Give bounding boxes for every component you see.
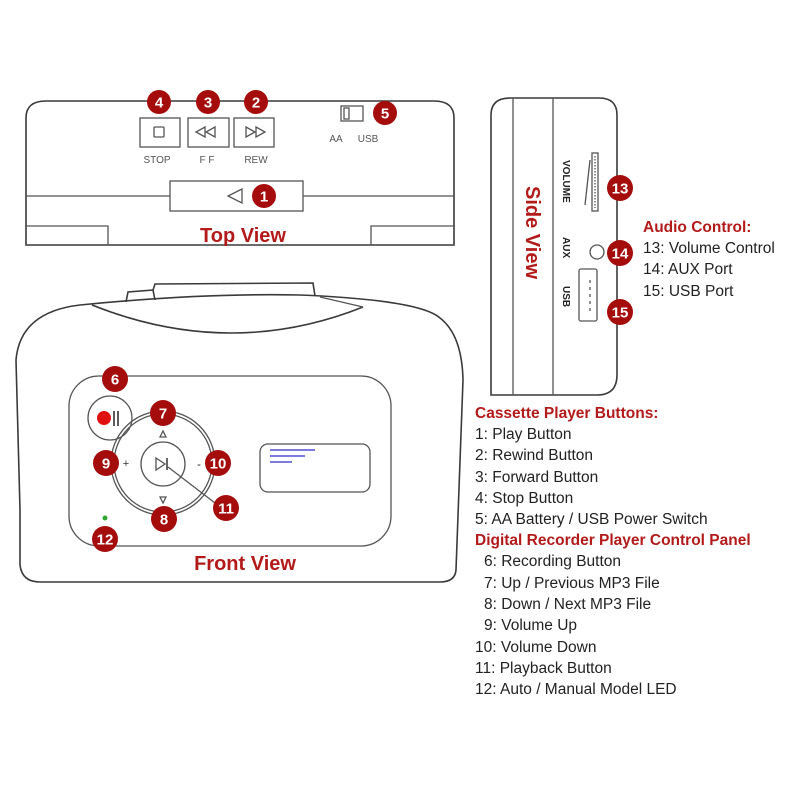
lid-edge xyxy=(319,296,364,308)
digital-recorder-heading: Digital Recorder Player Control Panel xyxy=(475,532,751,550)
svg-text:6: 6 xyxy=(111,372,119,389)
badge-13: 13 xyxy=(607,175,633,201)
cassette-window xyxy=(91,304,364,334)
badge-8: 8 xyxy=(151,506,177,532)
legend-item: 10: Volume Down xyxy=(475,638,597,656)
power-switch[interactable] xyxy=(340,105,364,122)
top-view-title: Top View xyxy=(200,225,286,247)
stop-square-icon xyxy=(153,126,165,138)
control-panel xyxy=(68,375,392,547)
svg-text:11: 11 xyxy=(218,501,234,518)
playback-button[interactable] xyxy=(140,441,186,487)
lcd-display xyxy=(259,443,371,493)
cassette-buttons-legend: Cassette Player Buttons: 1: Play Button … xyxy=(475,403,751,701)
badge-10: 10 xyxy=(205,450,231,476)
svg-text:13: 13 xyxy=(612,181,629,198)
audio-control-heading: Audio Control: xyxy=(643,219,752,236)
power-switch-knob[interactable] xyxy=(343,107,350,120)
top-view: STOP F F REW AA USB Top View xyxy=(25,100,455,247)
badge-4: 4 xyxy=(147,90,171,114)
top-view-foot-right xyxy=(370,225,454,245)
usb-label: USB xyxy=(358,134,379,145)
svg-text:10: 10 xyxy=(210,456,227,473)
svg-text:1: 1 xyxy=(260,189,268,206)
badge-14: 14 xyxy=(607,240,633,266)
badge-12: 12 xyxy=(92,526,118,552)
play-button[interactable] xyxy=(169,180,304,212)
usb-port[interactable] xyxy=(578,268,598,322)
badge-15: 15 xyxy=(607,299,633,325)
play-icon xyxy=(155,456,167,472)
svg-text:4: 4 xyxy=(155,95,164,112)
legend-item: 6: Recording Button xyxy=(484,553,622,571)
audio-control-legend: Audio Control: 13: Volume Control 14: AU… xyxy=(643,217,775,302)
legend-item: 15: USB Port xyxy=(643,282,734,300)
badge-9: 9 xyxy=(93,450,119,476)
aux-port[interactable] xyxy=(589,244,605,260)
side-view-body xyxy=(490,97,618,396)
front-view-title: Front View xyxy=(194,553,296,575)
rewind-button[interactable] xyxy=(233,117,275,148)
front-view: + - Front View xyxy=(15,282,464,583)
legend-item: 3: Forward Button xyxy=(475,468,599,486)
playback-pointer-line xyxy=(167,466,216,504)
side-view-title: Side View xyxy=(521,186,543,279)
badge-6: 6 xyxy=(102,366,128,392)
legend-item: 8: Down / Next MP3 File xyxy=(484,596,652,614)
mode-led xyxy=(102,515,108,521)
aux-label: AUX xyxy=(560,237,571,258)
cassette-buttons-heading: Cassette Player Buttons: xyxy=(475,405,659,422)
top-view-foot-left xyxy=(26,225,109,245)
record-pause-button[interactable] xyxy=(87,395,133,441)
legend-item: 9: Volume Up xyxy=(484,617,578,635)
cassette-handle xyxy=(125,282,316,303)
svg-text:9: 9 xyxy=(102,456,110,473)
play-triangle-icon xyxy=(226,187,243,205)
rew-label: REW xyxy=(244,155,268,166)
legend-item: 4: Stop Button xyxy=(475,489,574,507)
usb-port-label: USB xyxy=(560,286,571,307)
record-dot-icon xyxy=(97,411,111,425)
volume-up-plus-icon[interactable]: + xyxy=(123,458,129,470)
badge-3: 3 xyxy=(196,90,220,114)
top-view-body xyxy=(25,100,455,246)
up-arrow-icon[interactable] xyxy=(158,429,168,438)
side-view: Side View VOLUME AUX USB xyxy=(490,97,618,396)
legend-item: 7: Up / Previous MP3 File xyxy=(484,574,660,592)
volume-down-minus-icon[interactable]: - xyxy=(197,457,201,471)
svg-text:5: 5 xyxy=(381,106,389,123)
svg-text:14: 14 xyxy=(612,246,629,263)
legend-item: 13: Volume Control xyxy=(643,240,775,257)
volume-label: VOLUME xyxy=(560,160,571,203)
down-arrow-icon[interactable] xyxy=(158,496,168,505)
stop-button[interactable] xyxy=(139,117,181,148)
legend-item: 12: Auto / Manual Model LED xyxy=(475,681,677,699)
legend-item: 1: Play Button xyxy=(475,426,572,443)
volume-wheel[interactable] xyxy=(591,152,599,212)
badge-5: 5 xyxy=(373,101,397,125)
legend-item: 11: Playback Button xyxy=(475,659,612,677)
badge-11: 11 xyxy=(213,495,239,521)
badge-1: 1 xyxy=(252,184,276,208)
volume-wheel-edge xyxy=(584,159,591,206)
legend-item: 14: AUX Port xyxy=(643,261,733,279)
front-view-body xyxy=(15,293,464,583)
legend-item: 5: AA Battery / USB Power Switch xyxy=(475,511,708,529)
svg-text:7: 7 xyxy=(159,406,167,423)
svg-text:12: 12 xyxy=(97,532,114,549)
svg-text:2: 2 xyxy=(252,95,260,112)
double-left-arrow-icon xyxy=(194,125,216,139)
svg-text:15: 15 xyxy=(612,305,629,322)
badge-7: 7 xyxy=(150,400,176,426)
aa-label: AA xyxy=(329,134,343,145)
svg-text:8: 8 xyxy=(160,512,168,529)
svg-text:3: 3 xyxy=(204,95,212,112)
ff-label: F F xyxy=(200,155,215,166)
stop-label: STOP xyxy=(143,155,170,166)
legend-item: 2: Rewind Button xyxy=(475,447,594,465)
badge-2: 2 xyxy=(244,90,268,114)
double-right-arrow-icon xyxy=(245,125,267,139)
fast-forward-button[interactable] xyxy=(187,117,230,148)
